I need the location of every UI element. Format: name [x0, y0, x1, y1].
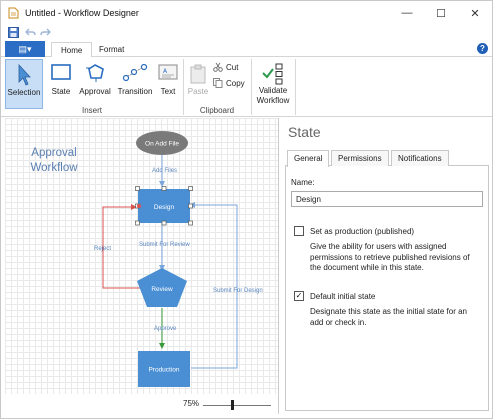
paste-button[interactable]: Paste [186, 59, 210, 109]
state-button[interactable]: State [47, 59, 75, 109]
approval-label: Approval [79, 87, 111, 96]
copy-button[interactable]: Copy [213, 77, 245, 89]
maximize-button[interactable]: ☐ [436, 7, 446, 20]
ribbon-separator [183, 59, 184, 115]
connection-point [137, 204, 141, 208]
cut-label: Cut [226, 62, 239, 72]
window-title: Untitled - Workflow Designer [25, 8, 139, 18]
ribbon-separator [251, 59, 252, 115]
design-node-label: Design [154, 204, 175, 211]
text-label: Text [160, 87, 176, 96]
name-label: Name: [291, 178, 315, 187]
canvas-title-line2: Workflow [30, 162, 78, 174]
tab-home[interactable]: Home [51, 42, 93, 58]
edge-submit-for-design[interactable] [189, 202, 238, 369]
panel-tab-strip: General Permissions Notifications [285, 149, 489, 167]
production-node-label: Production [148, 367, 179, 374]
default-initial-state-description: Designate this state as the initial stat… [310, 307, 467, 327]
production-description: Give the ability for users with assigned… [310, 242, 470, 272]
text-box-icon: A [158, 64, 178, 80]
copy-label: Copy [226, 78, 245, 88]
clipboard-icon [190, 64, 206, 84]
general-tab-content: Name: Set as production (published) Give… [285, 166, 489, 411]
edge-label-approve: Approve [154, 326, 177, 332]
default-initial-state-checkbox[interactable]: ✓ [294, 291, 304, 301]
zoom-slider-track[interactable] [203, 405, 271, 406]
save-icon[interactable] [8, 27, 19, 38]
quick-access-toolbar [1, 25, 492, 41]
scissors-icon [213, 62, 223, 72]
state-label: State [51, 87, 71, 96]
review-node-label: Review [151, 286, 173, 293]
ribbon-tab-strip: ▤▾ Home Format ? [1, 41, 492, 58]
workflow-canvas[interactable]: Approval Workflow Add Files Submit For R… [5, 118, 279, 414]
edge-reject[interactable] [102, 204, 141, 289]
zoom-slider-thumb[interactable] [231, 400, 234, 410]
edge-label-submit-for-design: Submit For Design [213, 288, 263, 294]
approval-pentagon-icon [86, 64, 104, 82]
paste-label: Paste [187, 87, 209, 96]
workflow-diagram: Add Files Submit For Review Reject Appro… [94, 131, 263, 387]
title-bar: Untitled - Workflow Designer — ☐ ✕ [1, 1, 492, 25]
validate-icon [262, 63, 283, 85]
validate-label-line1: Validate [258, 86, 288, 95]
insert-group-label: Insert [81, 106, 102, 115]
zoom-level: 75% [183, 399, 200, 408]
transition-icon [122, 63, 148, 82]
ribbon-separator [295, 59, 296, 115]
file-menu-button[interactable]: ▤▾ [5, 41, 45, 57]
redo-icon[interactable] [40, 28, 51, 37]
start-node-label: On Add File [145, 141, 179, 148]
svg-text:A: A [163, 68, 168, 75]
canvas-title-line1: Approval [31, 147, 77, 159]
cut-button[interactable]: Cut [213, 61, 238, 73]
copy-icon [213, 78, 223, 88]
validate-workflow-button[interactable]: Validate Workflow [254, 59, 292, 109]
minimize-button[interactable]: — [401, 7, 413, 19]
help-icon[interactable]: ? [477, 43, 488, 54]
edge-label-add-files: Add Files [152, 168, 177, 174]
clipboard-group-label: Clipboard [199, 106, 235, 115]
default-initial-state-label: Default initial state [310, 292, 376, 301]
text-button[interactable]: A Text [156, 59, 180, 109]
production-checkbox-label: Set as production (published) [310, 227, 415, 236]
start-node[interactable] [136, 131, 188, 155]
state-rectangle-icon [51, 64, 71, 80]
edge-label-submit-for-review: Submit For Review [139, 242, 190, 248]
document-icon [8, 7, 19, 19]
panel-title: State [288, 124, 321, 140]
production-checkbox[interactable] [294, 226, 304, 236]
production-state-node[interactable] [138, 351, 190, 387]
selection-label: Selection [7, 88, 41, 97]
tab-general[interactable]: General [287, 150, 330, 167]
properties-panel: State General Permissions Notifications … [280, 118, 492, 414]
name-input[interactable] [291, 191, 483, 207]
zoom-bar: 75% [5, 394, 278, 414]
pointer-icon [18, 64, 31, 86]
undo-icon[interactable] [25, 28, 36, 37]
transition-label: Transition [117, 87, 153, 96]
design-state-node[interactable] [138, 189, 190, 223]
transition-button[interactable]: Transition [115, 59, 155, 109]
approval-button[interactable]: Approval [77, 59, 113, 109]
review-approval-node[interactable] [137, 268, 187, 307]
tab-permissions[interactable]: Permissions [331, 150, 389, 166]
edge-label-reject: Reject [94, 246, 111, 252]
tab-notifications[interactable]: Notifications [391, 150, 449, 166]
tab-format[interactable]: Format [99, 45, 125, 54]
selection-button[interactable]: Selection [5, 59, 43, 109]
validate-label-line2: Workflow [256, 96, 290, 105]
ribbon: Selection State Approval Transition [1, 57, 492, 117]
canvas-title: Approval Workflow [24, 146, 84, 176]
close-button[interactable]: ✕ [470, 7, 480, 20]
